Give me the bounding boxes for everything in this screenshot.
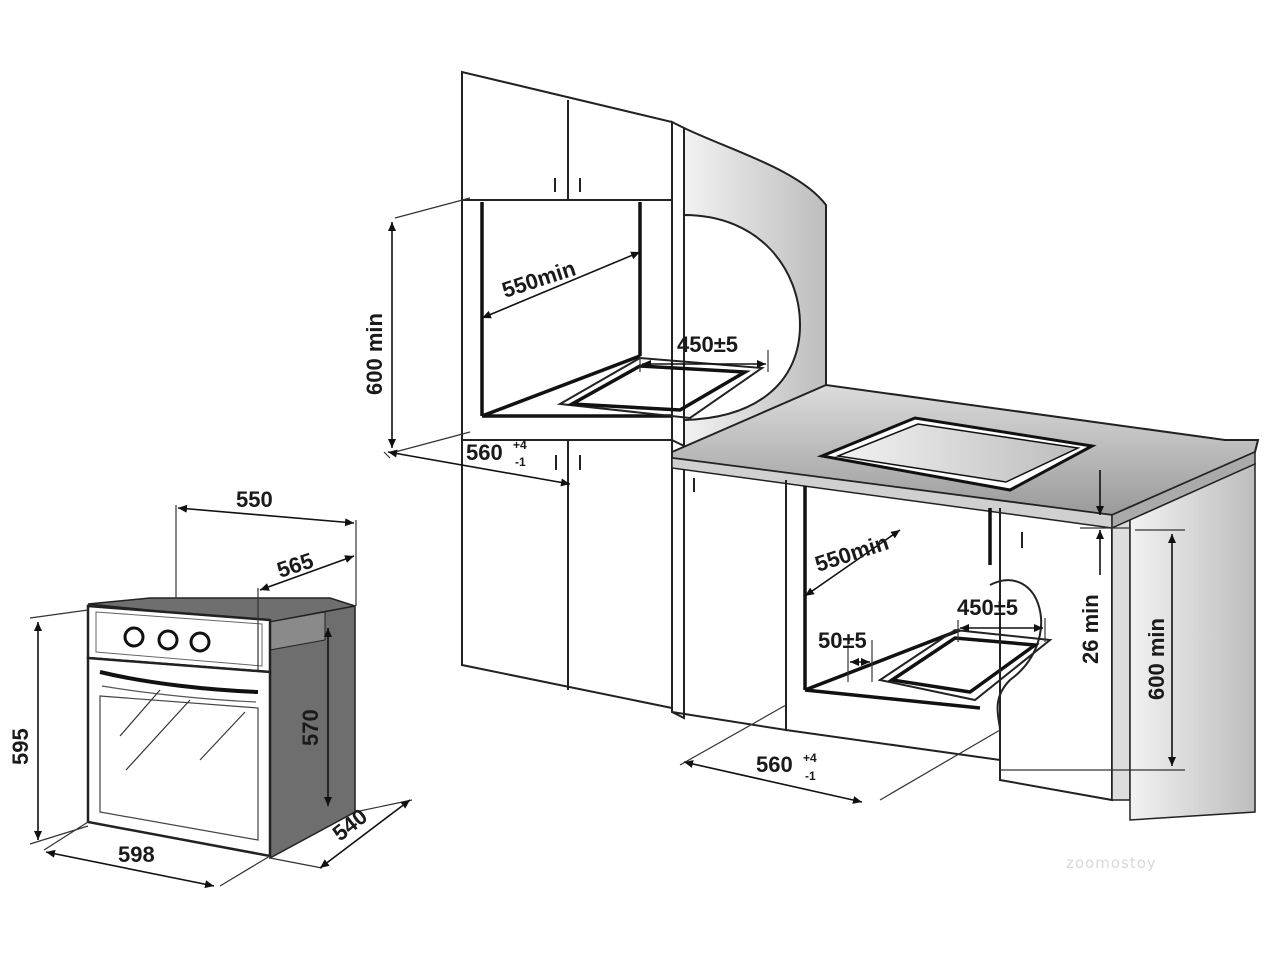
tall-cabinet-dimensions: 600 min 550min 450±5 560 +4 -1 xyxy=(362,197,769,487)
base-cabinet-dimensions: 550min 450±5 50±5 26 min 600 min 560 +4 … xyxy=(679,470,1185,804)
watermark: zoomostoy xyxy=(1066,854,1157,872)
lower-vent-label: 450±5 xyxy=(957,595,1018,620)
lower-height-label: 600 min xyxy=(1144,618,1169,700)
tall-cabinet xyxy=(461,70,828,720)
oven-body-height-label: 570 xyxy=(298,709,323,746)
base-cabinet xyxy=(671,383,1260,821)
lower-width-label: 560 xyxy=(756,752,793,777)
oven-height-label: 595 xyxy=(8,728,33,765)
control-knob-icon xyxy=(189,631,211,653)
oven xyxy=(86,597,356,860)
lower-gap-label: 50±5 xyxy=(818,628,867,653)
upper-vent-label: 450±5 xyxy=(677,332,738,357)
svg-text:-1: -1 xyxy=(515,455,526,469)
lower-depth-label: 550min xyxy=(812,530,892,577)
upper-height-label: 600 min xyxy=(362,313,387,395)
oven-dimensions: 550 565 595 570 598 540 xyxy=(8,487,413,889)
svg-text:+4: +4 xyxy=(803,751,817,765)
oven-depth-total-label: 565 xyxy=(274,548,317,583)
svg-text:-1: -1 xyxy=(805,769,816,783)
control-knob-icon xyxy=(123,626,145,648)
upper-width-label: 560 xyxy=(466,440,503,465)
oven-width-label: 598 xyxy=(118,842,155,867)
lower-counter-gap-label: 26 min xyxy=(1078,594,1103,664)
control-knob-icon xyxy=(157,629,179,651)
oven-depth-body-label: 550 xyxy=(236,487,273,512)
svg-text:+4: +4 xyxy=(513,438,527,452)
upper-depth-label: 550min xyxy=(499,256,579,303)
